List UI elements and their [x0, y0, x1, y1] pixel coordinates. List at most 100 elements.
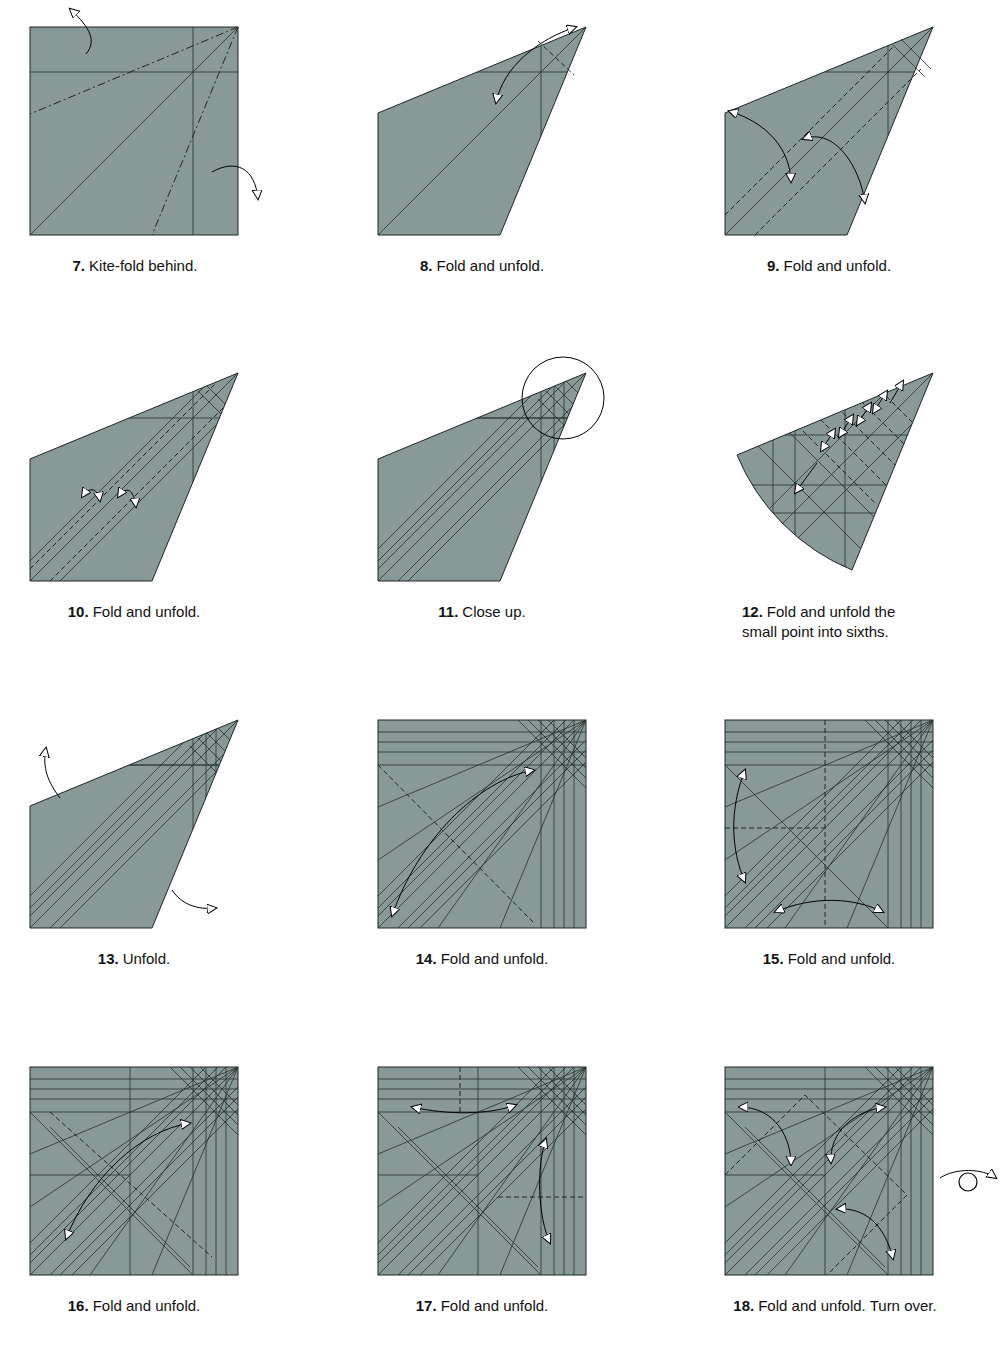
step-number: 14.: [416, 950, 437, 967]
step-caption: 17.Fold and unfold.: [370, 1296, 594, 1316]
figure-part: [118, 490, 136, 507]
figure-part: [378, 1067, 541, 1275]
figure-part: [66, 1123, 190, 1239]
figure-part: [725, 765, 888, 928]
figure-part: [392, 770, 534, 916]
figure-part: [890, 381, 903, 403]
step-instruction: Fold and unfold.: [788, 950, 896, 967]
step-caption: 16.Fold and unfold.: [22, 1296, 246, 1316]
step-number: 18.: [733, 1297, 754, 1314]
figure-part: [30, 27, 238, 235]
step-number: 15.: [763, 950, 784, 967]
figure-part: [893, 39, 931, 77]
figure-part: [940, 1171, 996, 1179]
figure-part: [725, 373, 933, 581]
step-8-figure: [378, 27, 586, 235]
figure-part: [70, 9, 91, 54]
step-number: 8.: [420, 257, 433, 274]
figure-part: [538, 41, 574, 75]
step-caption: 14.Fold and unfold.: [370, 949, 594, 969]
step-15-figure: [725, 720, 933, 928]
figure-part: [30, 27, 238, 235]
step-13-figure: [30, 720, 238, 928]
step-instruction: Fold and unfold. Turn over.: [758, 1297, 936, 1314]
step-7-figure: [30, 9, 258, 235]
figure-part: [725, 1095, 907, 1275]
step-number: 17.: [416, 1297, 437, 1314]
figure-part: [540, 1139, 550, 1243]
figure-part: [857, 403, 871, 425]
step-number: 16.: [68, 1297, 89, 1314]
turn-over-symbol: [940, 1171, 996, 1192]
step-caption: 12.Fold and unfold the small point into …: [742, 602, 922, 642]
figure-part: [725, 1067, 933, 1275]
step-number: 10.: [68, 603, 89, 620]
figure-part: [725, 720, 825, 928]
figure-part: [30, 27, 238, 235]
step-instruction: Fold and unfold.: [783, 257, 891, 274]
step-caption: 7.Kite-fold behind.: [30, 256, 240, 276]
step-caption: 15.Fold and unfold.: [717, 949, 941, 969]
figure-part: [795, 463, 817, 493]
figure-part: [821, 429, 835, 451]
step-instruction: Fold and unfold.: [93, 603, 201, 620]
step-12-figure: [725, 373, 933, 581]
figure-part: [839, 415, 853, 437]
figure-part: [775, 900, 883, 912]
figure-part: [803, 137, 865, 203]
figure-part: [460, 1067, 586, 1197]
figure-part: [831, 1107, 885, 1163]
figure-part: [30, 720, 238, 928]
figure-part: [30, 373, 238, 581]
step-caption: 9.Fold and unfold.: [717, 256, 941, 276]
figure-part: [412, 1105, 516, 1113]
figure-part: [725, 720, 933, 928]
figure-part: [725, 373, 933, 581]
step-9-figure: [725, 27, 933, 235]
figure-part: [172, 890, 216, 908]
figure-part: [378, 373, 586, 581]
figure-part: [30, 1067, 193, 1275]
figure-part: [30, 373, 238, 581]
step-instruction: Fold and unfold.: [93, 1297, 201, 1314]
figure-part: [803, 385, 933, 503]
figure-part: [795, 381, 903, 493]
step-instruction: Fold and unfold.: [441, 950, 549, 967]
figure-part: [739, 1107, 791, 1165]
figure-part: [378, 720, 586, 928]
figure-part: [212, 166, 258, 199]
figure-part: [30, 1067, 238, 1275]
figure-part: [45, 748, 60, 798]
figure-part: [30, 373, 238, 581]
figure-part: [725, 413, 915, 581]
figure-part: [378, 373, 586, 581]
figure-part: [378, 765, 535, 924]
step-caption: 8.Fold and unfold.: [370, 256, 594, 276]
figure-part: [378, 27, 586, 235]
figure-part: [734, 770, 745, 882]
figure-part: [30, 373, 238, 581]
step-instruction: Kite-fold behind.: [89, 257, 197, 274]
step-14-figure: [378, 720, 586, 928]
step-number: 12.: [742, 603, 763, 620]
step-instruction: Fold and unfold the small point into six…: [742, 603, 895, 640]
figure-part: [82, 490, 100, 501]
step-caption: 10.Fold and unfold.: [22, 602, 246, 622]
step-instruction: Unfold.: [123, 950, 171, 967]
step-caption: 11.Close up.: [370, 602, 594, 622]
step-11-figure: [378, 357, 604, 581]
figure-part: [378, 1067, 586, 1275]
figure-part: [837, 1209, 893, 1259]
step-caption: 13.Unfold.: [22, 949, 246, 969]
step-number: 9.: [767, 257, 780, 274]
step-16-figure: [30, 1067, 238, 1275]
figure-part: [725, 373, 933, 581]
figure-part: [30, 720, 238, 928]
step-instruction: Close up.: [462, 603, 525, 620]
figure-part: [50, 1112, 212, 1257]
figure-part: [803, 385, 933, 503]
step-number: 13.: [98, 950, 119, 967]
step-10-figure: [30, 373, 238, 581]
step-instruction: Fold and unfold.: [441, 1297, 549, 1314]
